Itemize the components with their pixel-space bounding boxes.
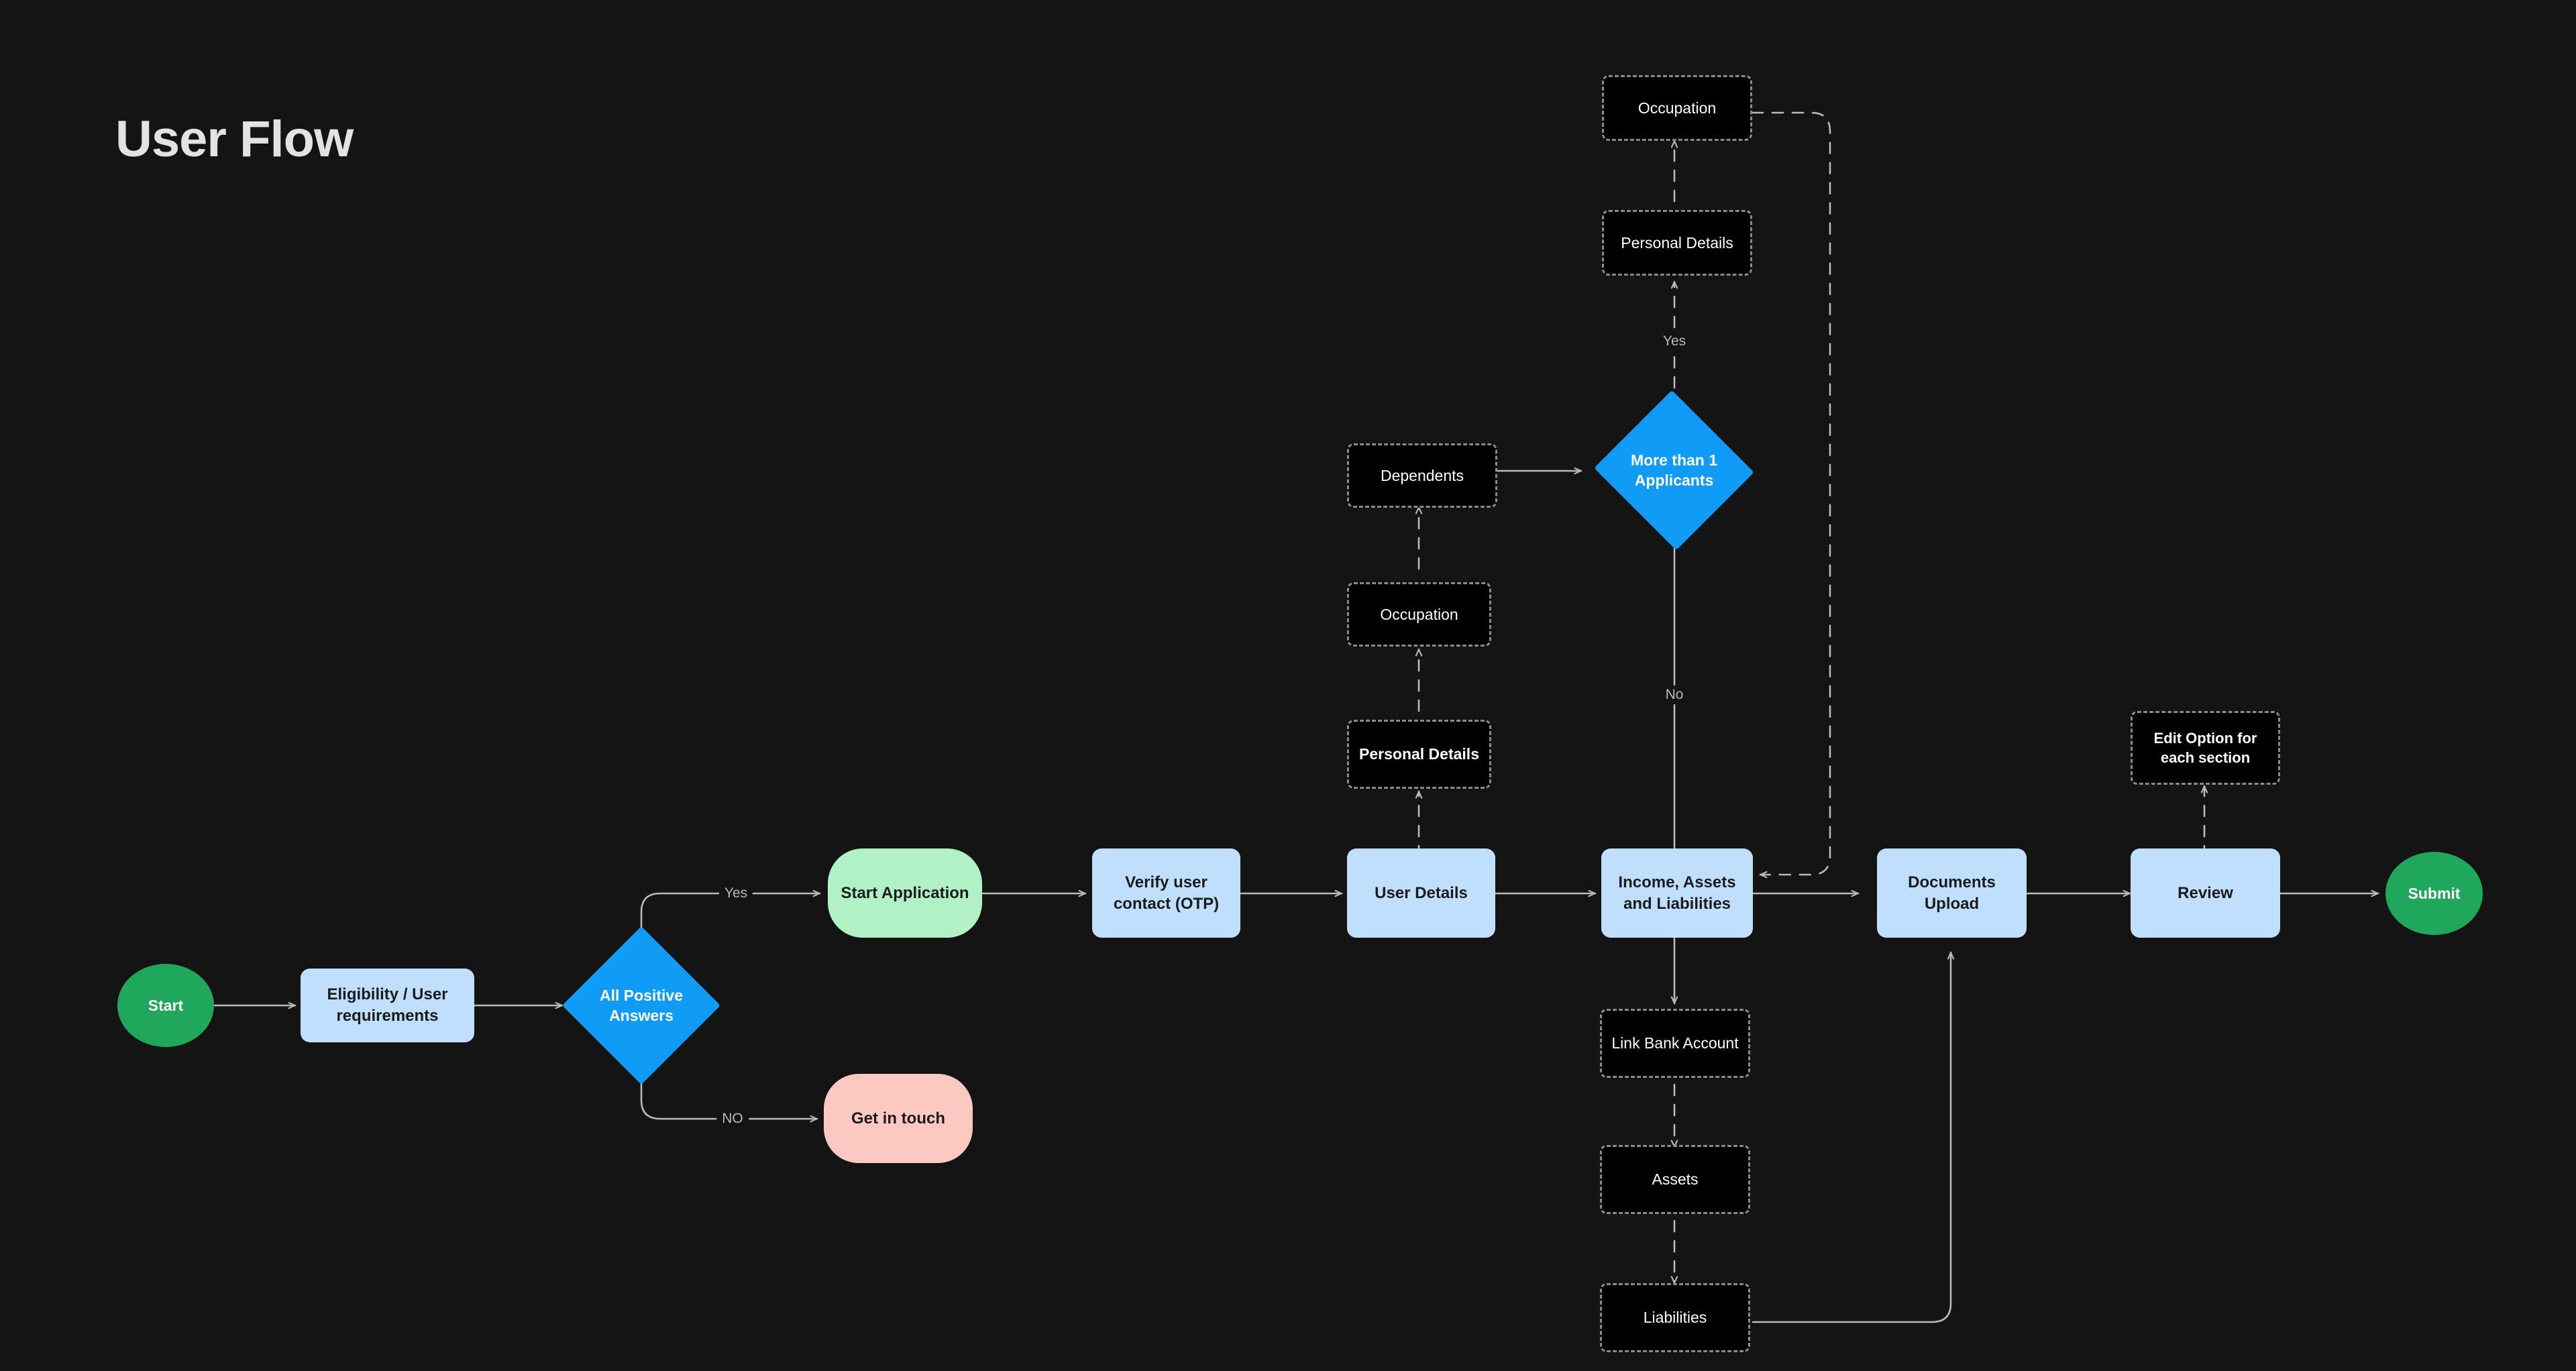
node-submit-label: Submit xyxy=(2408,884,2461,902)
node-liabilities-label: Liabilities xyxy=(1643,1309,1707,1327)
node-verify-user-contact-otp-label: Verify user contact (OTP) xyxy=(1113,873,1220,913)
node-liabilities[interactable]: Liabilities xyxy=(1600,1283,1750,1352)
edge-label-no-applicants: No xyxy=(1660,686,1689,704)
node-link-bank-account[interactable]: Link Bank Account xyxy=(1600,1009,1750,1078)
node-all-positive-answers[interactable]: All Positive Answers xyxy=(562,926,720,1085)
node-coapplicant-personal-details[interactable]: Personal Details xyxy=(1602,210,1752,276)
node-review[interactable]: Review xyxy=(2131,848,2280,938)
edge-label-yes-positive: Yes xyxy=(718,884,753,903)
node-eligibility-requirements-label: Eligibility / User requirements xyxy=(327,985,448,1025)
node-link-bank-account-label: Link Bank Account xyxy=(1611,1034,1739,1052)
node-all-positive-answers-label: All Positive Answers xyxy=(600,986,683,1024)
node-more-than-one-applicants[interactable]: More than 1 Applicants xyxy=(1592,390,1756,551)
node-user-details-personal-details-label: Personal Details xyxy=(1359,745,1479,763)
node-documents-upload[interactable]: Documents Upload xyxy=(1877,848,2027,938)
node-review-label: Review xyxy=(2178,883,2233,902)
node-documents-upload-label: Documents Upload xyxy=(1908,873,1996,913)
node-start-application[interactable]: Start Application xyxy=(828,848,982,938)
node-start-label: Start xyxy=(148,996,184,1014)
node-user-details-occupation-label: Occupation xyxy=(1380,605,1458,623)
node-get-in-touch[interactable]: Get in touch xyxy=(824,1074,973,1163)
node-assets[interactable]: Assets xyxy=(1600,1145,1750,1214)
node-coapplicant-occupation[interactable]: Occupation xyxy=(1602,75,1752,141)
node-assets-label: Assets xyxy=(1652,1170,1699,1189)
edge-label-yes-applicants: Yes xyxy=(1657,332,1692,351)
node-get-in-touch-label: Get in touch xyxy=(851,1109,945,1128)
node-eligibility-requirements[interactable]: Eligibility / User requirements xyxy=(301,969,474,1042)
node-user-details[interactable]: User Details xyxy=(1347,848,1495,938)
node-submit[interactable]: Submit xyxy=(2385,852,2483,935)
node-user-details-occupation[interactable]: Occupation xyxy=(1347,582,1491,647)
node-user-details-dependents[interactable]: Dependents xyxy=(1347,443,1497,508)
node-income-assets-liabilities-label: Income, Assets and Liabilities xyxy=(1618,873,1736,913)
node-user-details-dependents-label: Dependents xyxy=(1380,466,1464,484)
node-coapplicant-occupation-label: Occupation xyxy=(1638,99,1717,117)
node-edit-option-each-section-label: Edit Option for each section xyxy=(2153,729,2257,766)
node-verify-user-contact-otp[interactable]: Verify user contact (OTP) xyxy=(1092,848,1240,938)
node-start-application-label: Start Application xyxy=(841,883,969,902)
node-coapplicant-personal-details-label: Personal Details xyxy=(1621,233,1733,252)
node-more-than-one-applicants-label: More than 1 Applicants xyxy=(1630,451,1718,489)
node-edit-option-each-section[interactable]: Edit Option for each section xyxy=(2131,711,2280,785)
node-user-details-label: User Details xyxy=(1375,883,1468,902)
node-user-details-personal-details[interactable]: Personal Details xyxy=(1347,720,1491,789)
page-title: User Flow xyxy=(115,111,354,168)
edge-label-no-positive: NO xyxy=(716,1109,749,1128)
node-income-assets-liabilities[interactable]: Income, Assets and Liabilities xyxy=(1601,848,1753,938)
node-start[interactable]: Start xyxy=(117,964,214,1047)
